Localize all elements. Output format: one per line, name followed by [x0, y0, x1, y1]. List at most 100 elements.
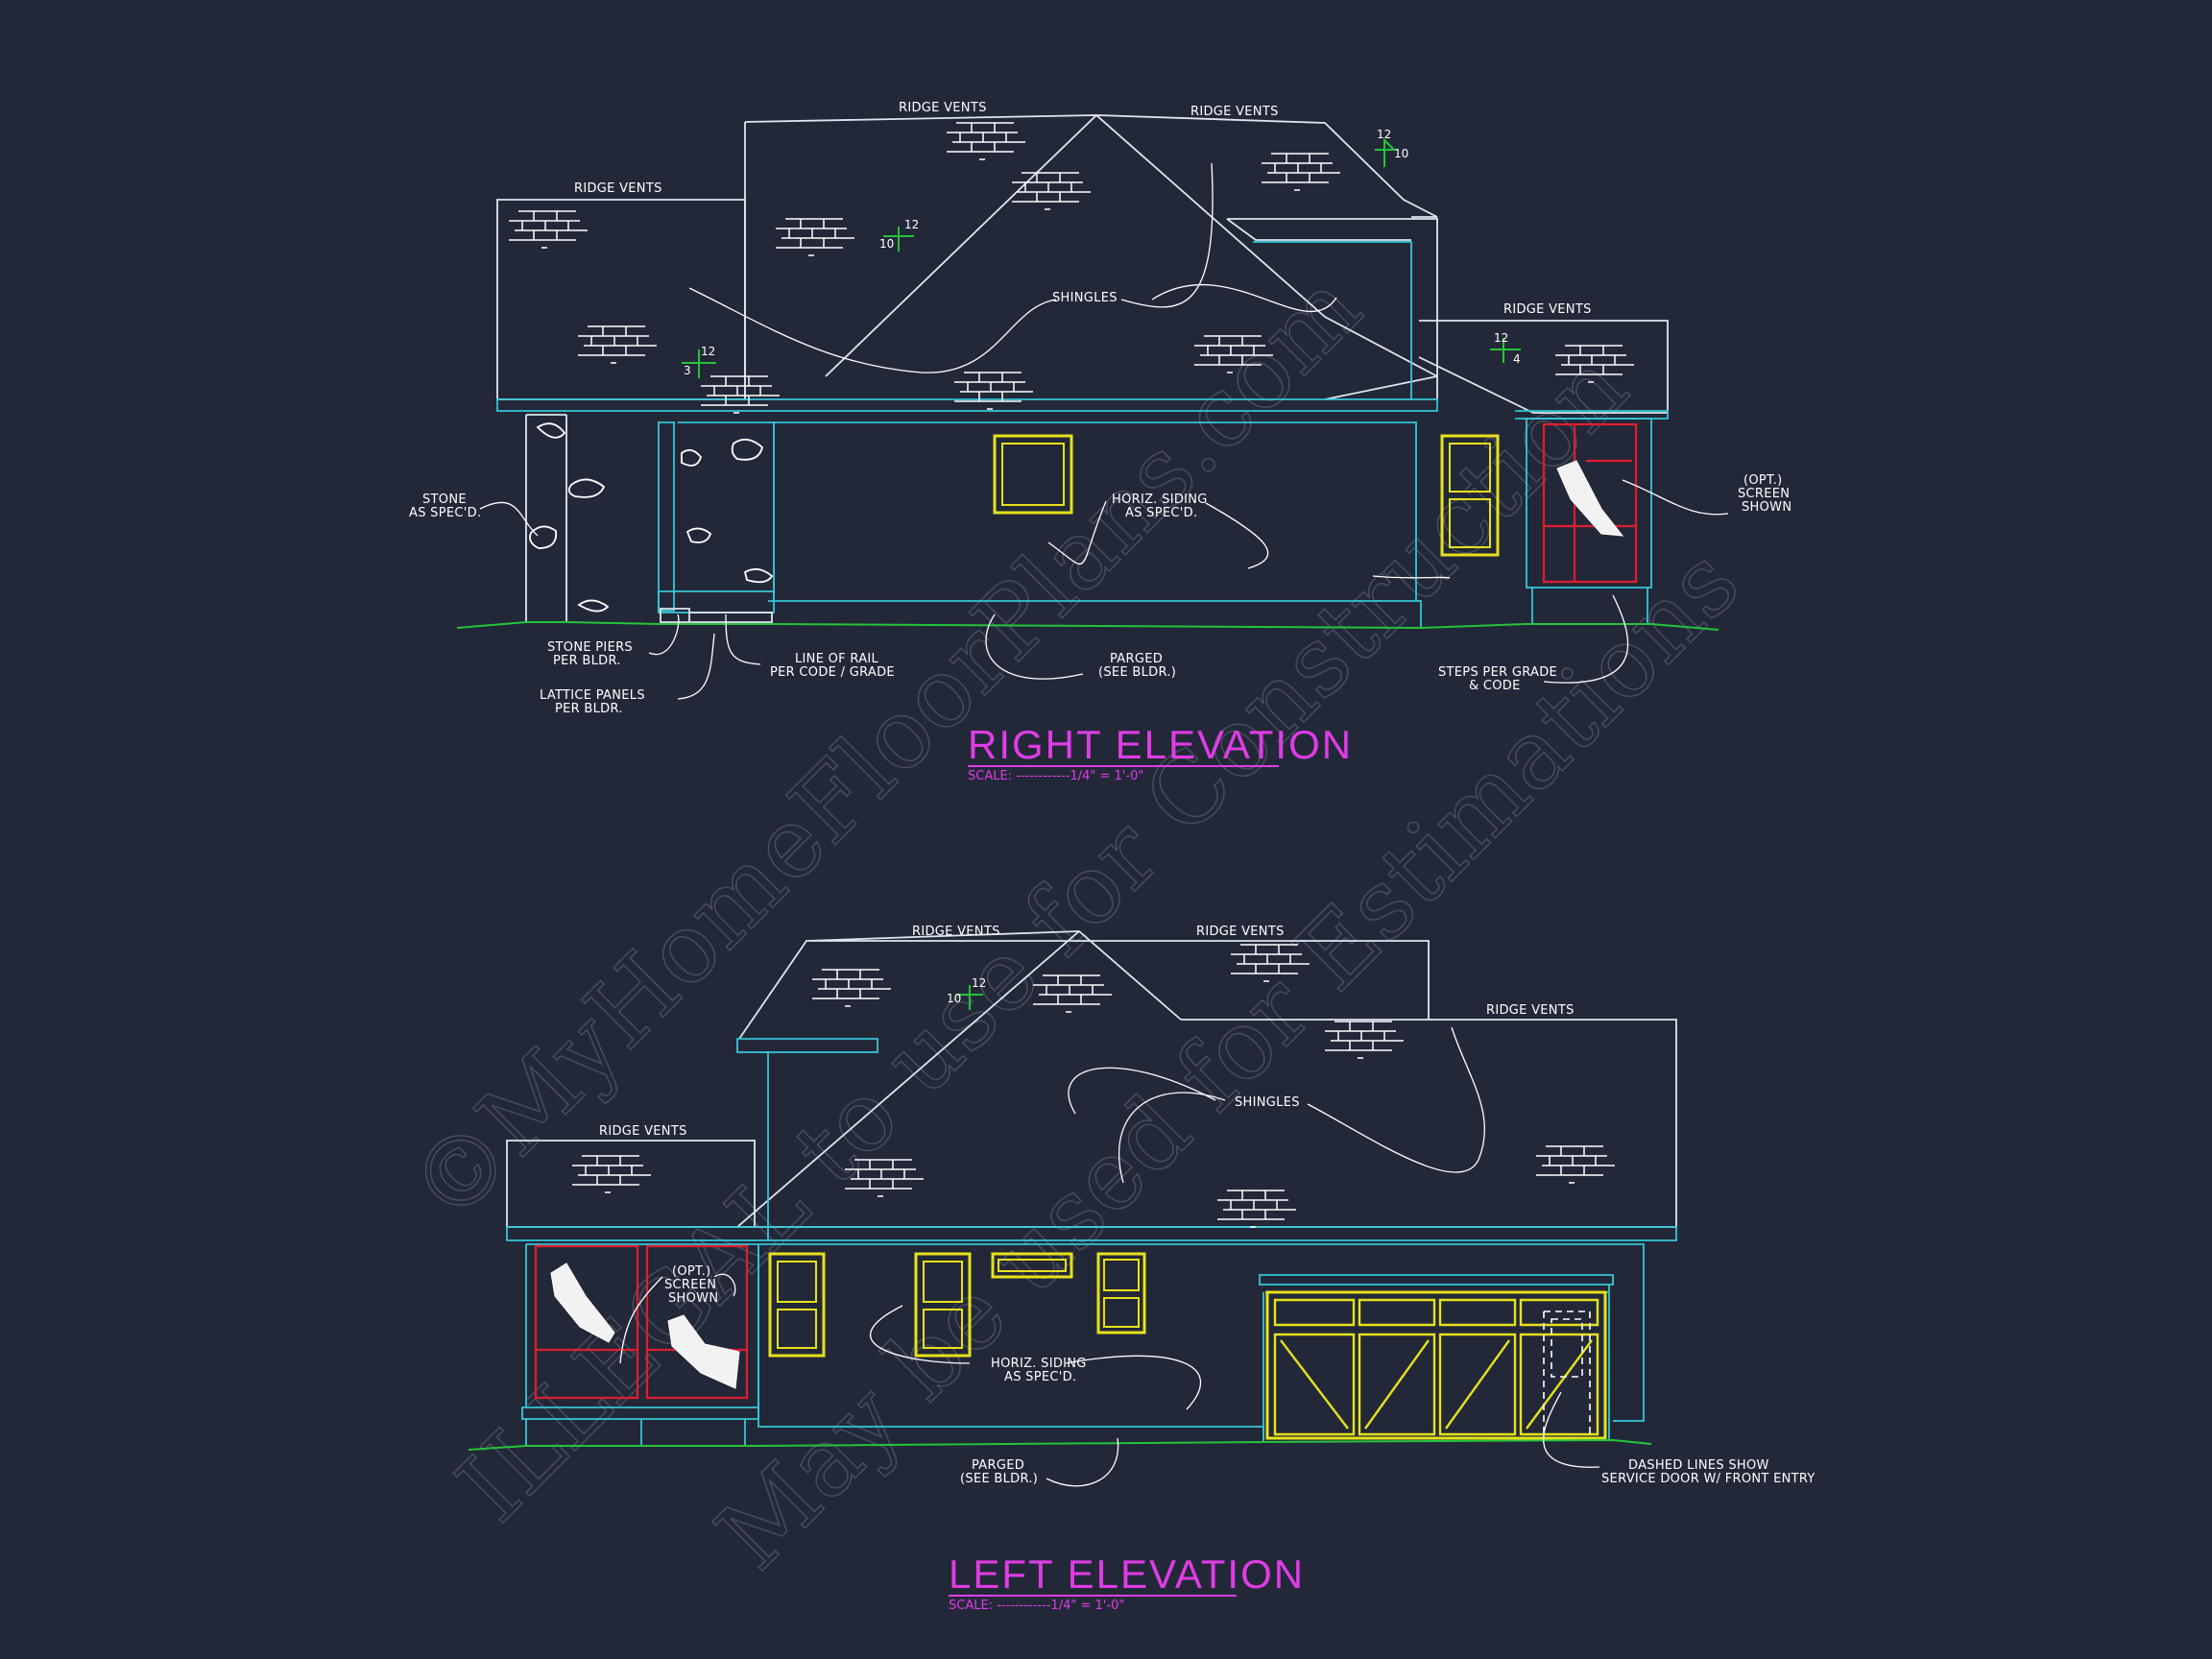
right-porch-base: [658, 590, 775, 613]
shingle-symbol: [509, 210, 588, 249]
right-pitch-rise-1: 12: [1377, 128, 1391, 141]
right-pitch-run-3: 3: [684, 364, 691, 377]
left-ridge-vents-label: RIDGE VENTS: [912, 925, 1000, 939]
shingle-symbol: [812, 969, 891, 1007]
right-main-fascia: [496, 398, 1438, 412]
shingle-symbol: [1555, 345, 1634, 383]
right-piers-label: STONE PIERS: [547, 640, 633, 655]
right-porch-post: [658, 421, 775, 612]
shingle-symbol: [947, 122, 1025, 160]
left-parged-label: (SEE BLDR.): [960, 1472, 1038, 1486]
shingle-symbol: [845, 1159, 924, 1197]
left-upper-wall: [760, 1051, 769, 1240]
right-ridge-vents-label: RIDGE VENTS: [899, 101, 987, 115]
right-screen-label: (OPT.): [1743, 473, 1783, 488]
right-pitch-run-4: 4: [1513, 352, 1521, 366]
shingle-symbol: [701, 375, 780, 414]
left-elevation-title: LEFT ELEVATION: [949, 1551, 1305, 1597]
left-title-block: LEFT ELEVATION SCALE: ------------1/4" =…: [949, 1551, 1305, 1613]
left-main-wall: [758, 1243, 1645, 1422]
right-window-square: [993, 434, 1073, 515]
right-stone-pattern: [529, 422, 774, 613]
left-garage-header: [1259, 1274, 1614, 1293]
left-upper-fascia: [736, 1038, 878, 1053]
right-screen-wall: [1526, 418, 1652, 624]
right-lattice-label: LATTICE PANELS: [540, 688, 645, 703]
left-ridge-vents-label: RIDGE VENTS: [1196, 925, 1285, 939]
left-shingle-symbols: [572, 944, 1615, 1228]
left-walls: [521, 1051, 1645, 1446]
left-ridge-vents-label: RIDGE VENTS: [1486, 1003, 1575, 1018]
left-pitch-symbols: 12 10: [947, 976, 986, 1010]
right-shingle-symbols: [509, 122, 1634, 414]
left-parged-label: PARGED: [972, 1458, 1024, 1473]
shingle-symbol: [1262, 153, 1340, 191]
right-left-roof: [496, 199, 746, 400]
left-garage-jambs: [1262, 1292, 1610, 1440]
right-pitch-rise-4: 12: [1494, 331, 1508, 345]
right-lattice: [660, 608, 773, 623]
left-screen-panels: [534, 1244, 749, 1400]
left-ridge-vents-label: RIDGE VENTS: [599, 1124, 687, 1139]
left-windows: [768, 1252, 1146, 1358]
right-main-roof: [744, 114, 1438, 400]
left-pitch-rise: 12: [972, 976, 986, 990]
right-screen-panels: [1542, 422, 1638, 584]
right-stone-wall: [525, 414, 567, 622]
right-pitch-rise-2: 12: [904, 218, 919, 231]
right-pitch-symbols: 12 10 12 10 12 3 12 4: [682, 128, 1521, 378]
shingle-symbol: [776, 218, 854, 256]
right-grade-line: [456, 621, 1719, 631]
right-steps-label: STEPS PER GRADE: [1438, 665, 1557, 680]
shingle-symbol: [1033, 974, 1112, 1013]
shingle-symbol: [1217, 1190, 1296, 1228]
left-leaders: [619, 1026, 1600, 1487]
left-roof-outlines: [506, 930, 1677, 1241]
right-stone-label: AS SPEC'D.: [409, 506, 481, 520]
right-pitch-run-2: 10: [879, 237, 894, 251]
right-screen-label: SHOWN: [1742, 500, 1791, 515]
right-steps-label: & CODE: [1469, 679, 1521, 693]
right-windows: [993, 434, 1500, 557]
right-ridge-vents-label: RIDGE VENTS: [574, 181, 662, 196]
right-rail-label: PER CODE / GRADE: [770, 665, 895, 680]
left-siding-label: AS SPEC'D.: [1004, 1370, 1076, 1384]
right-leaders: [479, 162, 1729, 700]
left-shingles-label: SHINGLES: [1235, 1095, 1300, 1110]
shingle-symbol: [1231, 944, 1310, 982]
right-pitch-run-1: 10: [1394, 147, 1408, 160]
right-parged-label: PARGED: [1110, 652, 1163, 666]
right-screen-label: SCREEN: [1738, 487, 1790, 501]
right-window-double-hung: [1440, 434, 1500, 557]
right-title-block: RIGHT ELEVATION SCALE: ------------1/4" …: [968, 722, 1353, 783]
left-elevation: 12 10 RIDGE VENTS RIDGE VENTS RIDGE VENT…: [468, 925, 1815, 1613]
shingle-symbol: [578, 325, 657, 364]
right-roof-outlines: [496, 114, 1669, 420]
shingle-symbol: [1536, 1145, 1615, 1184]
right-rail-label: LINE OF RAIL: [795, 652, 879, 666]
right-elevation-title: RIGHT ELEVATION: [968, 722, 1353, 767]
right-stone-label: STONE: [422, 493, 467, 507]
left-dashed-label: DASHED LINES SHOW: [1628, 1458, 1769, 1473]
right-ridge-vents-label: RIDGE VENTS: [1503, 302, 1592, 317]
right-elevation-scale: SCALE: ------------1/4" = 1'-0": [968, 769, 1143, 783]
right-dormer-wall: [1253, 241, 1412, 399]
shingle-symbol: [1325, 1021, 1404, 1059]
left-porch-frame: [521, 1243, 759, 1446]
right-labels: RIDGE VENTS RIDGE VENTS RIDGE VENTS RIDG…: [409, 101, 1791, 716]
right-lattice-label: PER BLDR.: [555, 702, 623, 716]
left-pitch-run: 10: [947, 992, 961, 1005]
shingle-symbol: [1012, 172, 1091, 210]
shingle-symbol: [572, 1155, 651, 1193]
left-garage-door: [1265, 1290, 1607, 1440]
left-screen-label: SHOWN: [668, 1291, 718, 1306]
left-dashed-label: SERVICE DOOR W/ FRONT ENTRY: [1601, 1472, 1815, 1486]
left-siding-label: HORIZ. SIDING: [991, 1357, 1087, 1371]
right-siding-label: AS SPEC'D.: [1125, 506, 1197, 520]
right-shingles-label: SHINGLES: [1052, 291, 1118, 305]
shingle-symbol: [954, 372, 1033, 410]
left-main-fascia: [506, 1226, 1677, 1241]
left-grade-line: [468, 1438, 1652, 1451]
left-elevation-scale: SCALE: ------------1/4" = 1'-0": [949, 1599, 1124, 1613]
